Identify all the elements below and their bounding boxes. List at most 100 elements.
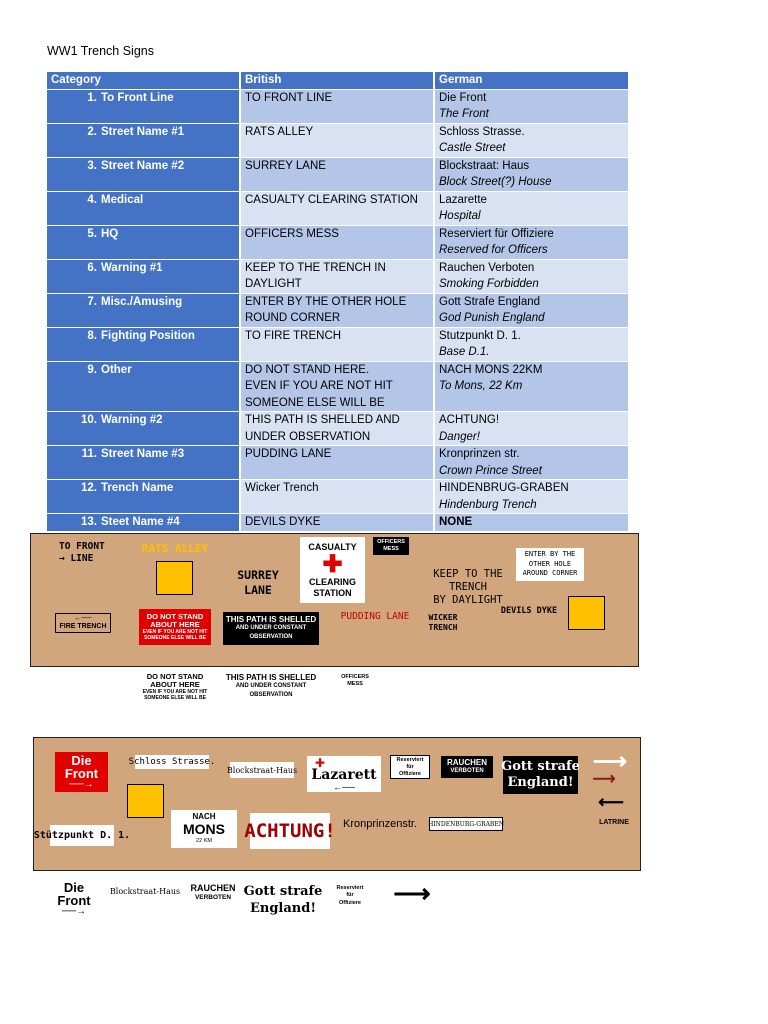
loose-sign-reserviert: Reserviert für Offiziere — [330, 883, 370, 909]
cell-german: NONE — [434, 513, 628, 531]
category-label: Warning #2 — [101, 414, 163, 426]
sign-rats-alley: RATS ALLEY — [141, 541, 209, 555]
british-text: KEEP TO THE TRENCH IN — [245, 261, 386, 274]
cell-british: KEEP TO THE TRENCH IN DAYLIGHT — [240, 258, 435, 293]
sign-text: CASUALTY — [308, 541, 357, 552]
sign-text: TRENCH — [428, 623, 458, 632]
german-translation: The Front — [439, 108, 489, 120]
german-text: Blockstraat: Haus — [439, 159, 530, 172]
british-text: ROUND CORNER — [245, 312, 341, 324]
cell-category: 6.Warning #1 — [47, 258, 241, 293]
sign-text: ABOUT HERE — [150, 620, 200, 629]
sign-text: Lazarett — [311, 766, 377, 783]
cell-category: 2.Street Name #1 — [47, 122, 241, 157]
british-text: OFFICERS MESS — [245, 227, 339, 240]
cell-british: THIS PATH IS SHELLED AND UNDER OBSERVATIO… — [240, 411, 435, 446]
german-text: Schloss Strasse. — [439, 125, 525, 138]
cell-category: 12. Trench Name — [47, 479, 241, 514]
table-row: 6.Warning #1 KEEP TO THE TRENCH IN DAYLIGH… — [47, 258, 628, 293]
cell-category: 9.Other — [47, 360, 241, 412]
british-text: THIS PATH IS SHELLED AND — [245, 414, 400, 426]
sign-text: VERBOTEN — [450, 768, 484, 774]
sign-text: OBSERVATION — [249, 691, 293, 698]
row-number: 12. — [81, 482, 97, 494]
british-text: EVEN IF YOU ARE NOT HIT — [245, 380, 393, 392]
sign-text: RAUCHEN — [447, 758, 487, 767]
placeholder-box — [568, 596, 605, 630]
british-text: DAYLIGHT — [245, 278, 302, 290]
arrow-right-red-icon: ⟶ — [592, 771, 616, 788]
sign-enter-other-hole: ENTER BY THE OTHER HOLE AROUND CORNER — [516, 548, 584, 581]
sign-do-not-stand: DO NOT STAND ABOUT HERE EVEN IF YOU ARE … — [139, 609, 211, 645]
sign-text: SOMEONE ELSE WILL BE — [144, 695, 206, 701]
row-number: 3. — [87, 159, 97, 172]
header-category: Category — [47, 72, 241, 89]
sign-text: TO FRONT — [59, 541, 105, 552]
category-label: Other — [101, 363, 132, 376]
cell-british: Wicker Trench — [240, 479, 435, 514]
sign-text-arrow-row: → LINE — [59, 553, 94, 564]
sign-schloss-strasse: Schloss Strasse. — [128, 755, 216, 769]
loose-sign-path-shelled: THIS PATH IS SHELLED AND UNDER CONSTANT … — [222, 671, 320, 701]
german-text: Kronprinzen str. — [439, 448, 520, 460]
sign-surrey-lane: SURREY LANE — [227, 566, 289, 600]
cell-category: 3. Street Name #2 — [47, 156, 241, 191]
category-label: Medical — [101, 193, 144, 206]
sign-die-front: Die Front ──→ — [55, 752, 108, 792]
sign-nach-mons: NACH MONS 22 KM — [171, 810, 237, 848]
german-translation: Smoking Forbidden — [439, 278, 539, 290]
german-text: ACHTUNG! — [439, 414, 500, 426]
british-sign-board: TO FRONT → LINE RATS ALLEY SURREY LANE C… — [30, 533, 639, 667]
german-translation: Hindenburg Trench — [439, 498, 537, 511]
german-translation: Hospital — [439, 210, 481, 222]
sign-text: LINE — [70, 553, 94, 564]
arrow-left-icon: ←── — [333, 781, 355, 792]
cell-category: 11.Street Name #3 — [47, 445, 241, 480]
red-cross-icon: ✚ — [315, 755, 326, 770]
loose-sign-rauchen: RAUCHEN VERBOTEN — [187, 882, 239, 904]
german-translation: Reserved for Officers — [439, 244, 548, 256]
sign-fire-trench: ←── FIRE TRENCH — [55, 613, 111, 633]
row-number: 10. — [81, 414, 97, 426]
cell-category: 4.Medical — [47, 190, 241, 225]
sign-officers-mess: OFFICERS MESS — [373, 537, 409, 555]
sign-hindenburg-graben: HINDENBURG-GRABEN — [428, 817, 504, 831]
arrow-left-black-icon: ⟵ — [598, 791, 624, 812]
british-text: UNDER OBSERVATION — [245, 430, 371, 443]
category-label: Fighting Position — [101, 329, 195, 342]
sign-text: für — [406, 763, 414, 770]
sign-reserviert: Reserviert für Offiziere — [390, 755, 430, 779]
sign-text: LANE — [244, 583, 272, 597]
row-number: 8. — [87, 329, 97, 342]
german-translation: Base D.1. — [439, 346, 490, 358]
sign-text: RAUCHEN — [190, 883, 236, 893]
sign-kronprinzenstr: Kronprinzenstr. — [343, 818, 417, 830]
sign-achtung: ACHTUNG! — [244, 813, 336, 849]
placeholder-box — [156, 561, 193, 595]
sign-to-front-line: TO FRONT → LINE — [59, 539, 125, 567]
category-label: To Front Line — [101, 91, 174, 104]
sign-text: MONS — [183, 821, 225, 837]
arrow-right-icon: ──→ — [61, 906, 87, 917]
german-translation: Crown Prince Street — [439, 464, 542, 477]
sign-keep-to-trench: KEEP TO THE TRENCH BY DAYLIGHT — [431, 567, 505, 607]
category-label: Trench Name — [101, 482, 174, 494]
sign-text: STATION — [313, 587, 352, 598]
cell-german: ACHTUNG!Danger! — [434, 411, 628, 446]
loose-sign-do-not-stand: DO NOT STAND ABOUT HERE EVEN IF YOU ARE … — [138, 671, 212, 703]
sign-text: EVEN IF YOU ARE NOT HIT — [142, 689, 208, 695]
british-text: DO NOT STAND HERE. — [245, 363, 370, 376]
sign-text: WICKER — [428, 613, 458, 622]
category-label: Street Name #2 — [101, 159, 185, 172]
category-label: Misc./Amusing — [101, 295, 183, 308]
sign-text: Gott strafe — [243, 884, 323, 899]
